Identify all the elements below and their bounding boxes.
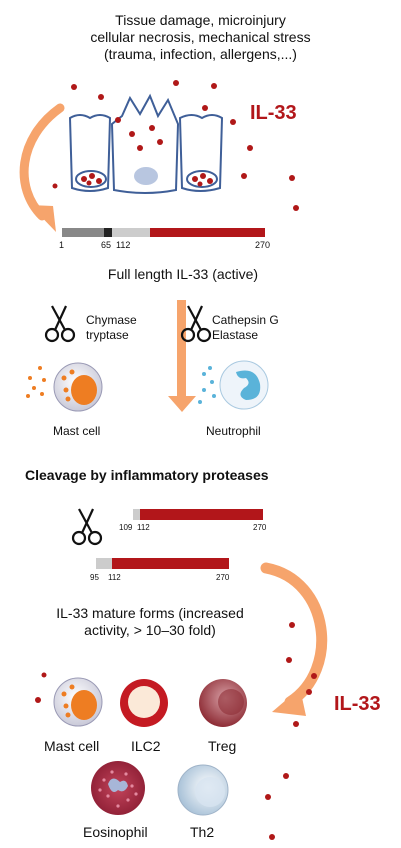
tick-95: 95	[90, 573, 99, 582]
treg-cell-icon	[199, 679, 247, 727]
tick-112: 112	[116, 240, 131, 250]
mature-il33-bar-2	[96, 558, 229, 569]
released-il33-dots-top	[52, 80, 299, 211]
th2-label: Th2	[190, 824, 215, 840]
mast-cell-label: Mast cell	[53, 424, 101, 438]
mature-caption-line2: activity, > 10–30 fold)	[84, 622, 216, 638]
eosinophil-label: Eosinophil	[83, 824, 148, 840]
mature-caption-line1: IL-33 mature forms (increased	[56, 605, 244, 621]
protease-left-line2: tryptase	[86, 328, 129, 342]
neutrophil-icon	[198, 360, 269, 410]
protease-right-line1: Cathepsin G	[212, 313, 279, 327]
il33-label-right: IL-33	[334, 693, 381, 715]
curved-arrow-left	[19, 103, 65, 232]
mature-il33-bar-1	[133, 509, 263, 520]
stimulus-line-3: (trauma, infection, allergens,...)	[104, 46, 297, 62]
mature-caption: IL-33 mature forms (increased activity, …	[0, 605, 300, 639]
stimulus-line-2: cellular necrosis, mechanical stress	[90, 29, 311, 45]
epithelium-illustration	[68, 93, 224, 194]
tick-112b: 112	[137, 523, 150, 532]
curved-arrow-right	[260, 562, 328, 716]
protease-right-line2: Elastase	[212, 328, 259, 342]
mast-cell-icon	[26, 362, 103, 412]
full-length-label: Full length IL-33 (active)	[107, 266, 259, 282]
nuclear-il33-dots	[81, 125, 213, 187]
stimulus-line-1: Tissue damage, microinjury	[115, 12, 286, 28]
cleavage-heading: Cleavage by inflammatory proteases	[25, 467, 269, 483]
scissors-icon	[71, 508, 103, 546]
tick-112c: 112	[108, 573, 121, 582]
scissors-icon	[180, 305, 212, 343]
treg-label: Treg	[208, 738, 237, 754]
il33-label-top: IL-33	[250, 102, 297, 124]
eosinophil-icon	[91, 761, 145, 815]
central-down-arrow	[168, 300, 196, 412]
protease-right: Cathepsin G Elastase	[212, 313, 279, 343]
protease-left-line1: Chymase	[86, 313, 137, 327]
mast-cell-target-icon	[53, 677, 103, 727]
ilc2-label: ILC2	[131, 738, 161, 754]
nucleus-damaged	[134, 167, 158, 185]
tick-65: 65	[101, 240, 112, 250]
tick-270c: 270	[216, 573, 230, 582]
tick-270b: 270	[253, 523, 267, 532]
tick-109: 109	[119, 523, 133, 532]
full-length-il33-bar	[62, 228, 265, 237]
ilc2-cell-icon	[120, 679, 168, 727]
epithelial-cell-damaged	[110, 93, 180, 194]
tick-270: 270	[255, 240, 271, 250]
target-mast-cell-label: Mast cell	[44, 738, 100, 754]
scissors-icon	[44, 305, 76, 343]
neutrophil-label: Neutrophil	[206, 424, 261, 438]
stimulus-caption: Tissue damage, microinjury cellular necr…	[0, 12, 401, 63]
protease-left: Chymase tryptase	[86, 313, 137, 343]
th2-cell-icon	[177, 764, 229, 816]
tick-1: 1	[59, 240, 65, 250]
released-il33-dots-bottom	[35, 622, 317, 840]
